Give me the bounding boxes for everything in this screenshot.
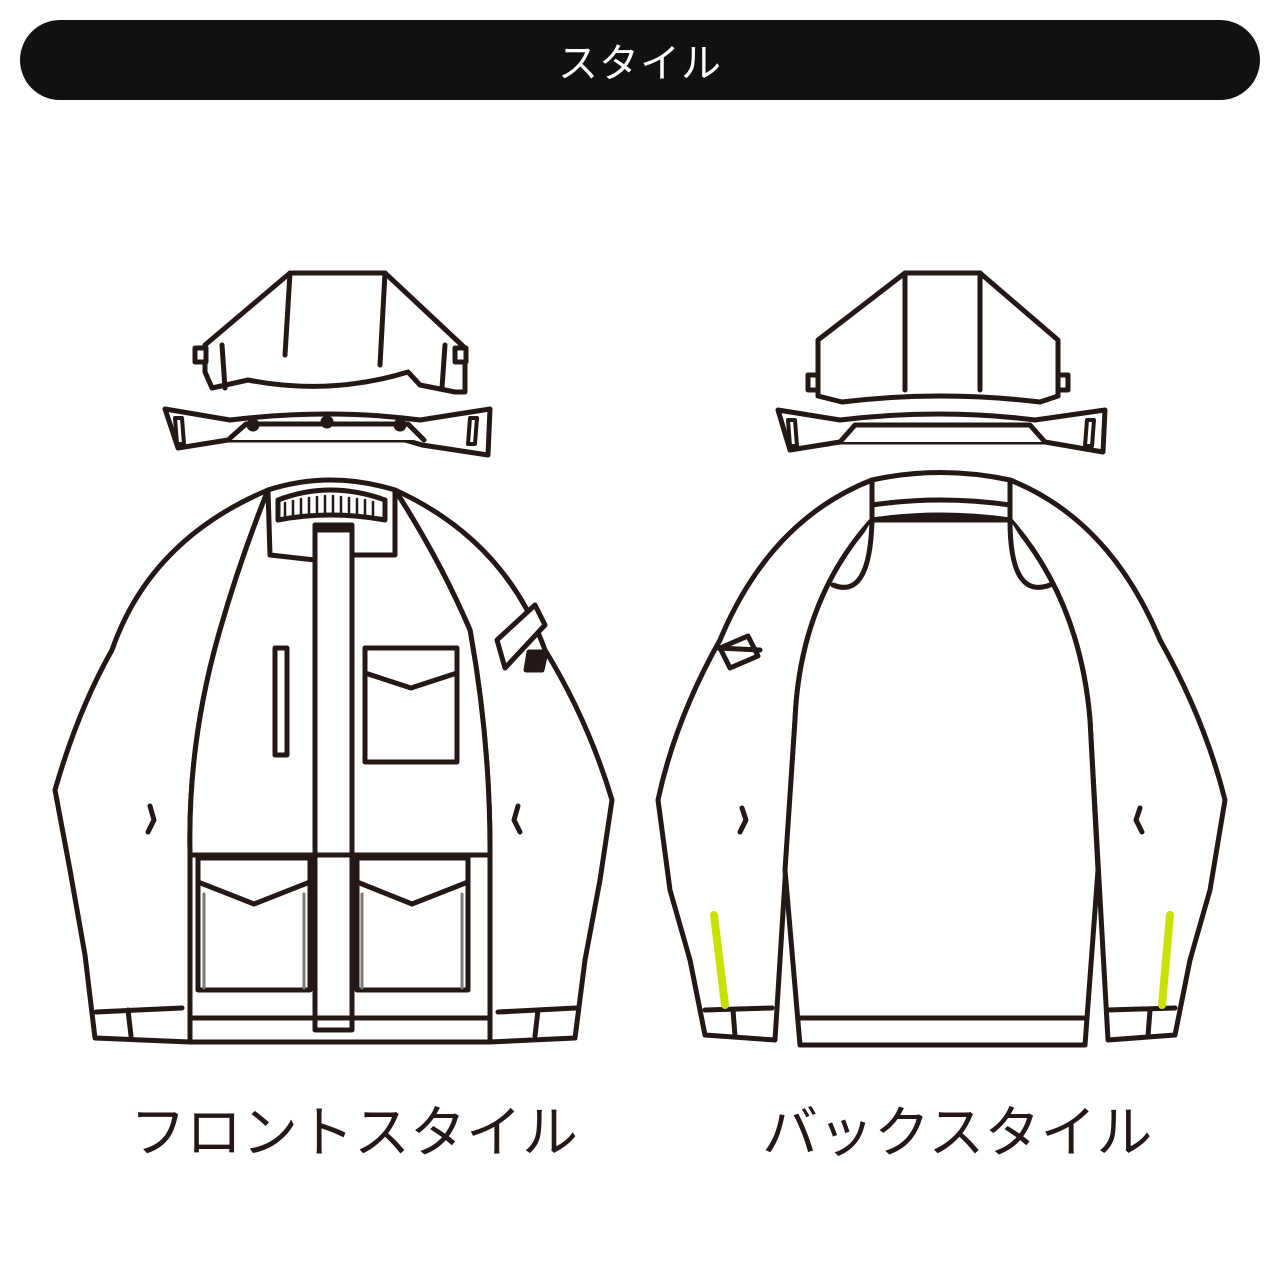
back-hood — [775, 270, 1108, 455]
back-jacket — [655, 470, 1228, 1048]
front-jacket — [52, 477, 615, 1045]
front-hood — [162, 270, 493, 458]
header-bar: スタイル — [20, 20, 1260, 100]
front-style-caption: フロントスタイル — [130, 1101, 578, 1166]
header-title: スタイル — [558, 41, 722, 87]
back-style-caption: バックスタイル — [762, 1101, 1153, 1166]
